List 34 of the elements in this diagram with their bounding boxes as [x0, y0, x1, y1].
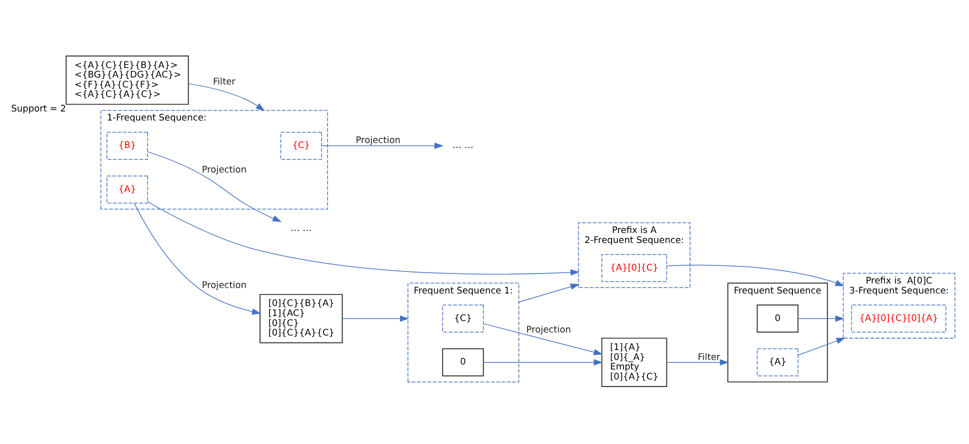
- arrow: [147, 151, 282, 222]
- arrow: [666, 359, 729, 366]
- node-box: {A}[0]{C}[0]{A}: [851, 304, 946, 333]
- edge-label: Filter: [213, 77, 236, 88]
- node-label: Support = 2: [11, 104, 66, 115]
- arrow: [483, 359, 603, 366]
- arrow: [798, 338, 846, 356]
- edge-label: Projection: [202, 166, 247, 176]
- node-box: {C}: [442, 304, 484, 333]
- node-box: 0: [756, 304, 798, 333]
- node-box: [1]{A} [0]{_A} Empty [0]{A}{C}: [601, 338, 668, 387]
- node-box: <{A}{C}{E}{B}{A}> <{BG}{A}{DG}{AC}> <{F}{A}{C}{F}> <{A}{C}{A}{C}>: [66, 56, 189, 105]
- node-box: [0]{C}{B}{A} [1]{AC} [0]{C} [0]{C}{A}{C}: [260, 294, 343, 344]
- edge-label: Filter: [698, 352, 720, 363]
- arrow: [188, 83, 265, 111]
- arrow: [321, 142, 444, 149]
- arrow: [798, 315, 844, 322]
- arrow: [518, 284, 580, 303]
- edge-label: Projection: [356, 136, 400, 146]
- arrow: [342, 315, 410, 322]
- arrow: [666, 264, 844, 286]
- edge-label: Projection: [202, 281, 247, 292]
- edge-label: Projection: [526, 326, 572, 336]
- node-box: {C}: [280, 132, 322, 160]
- node-box: {A}: [106, 176, 148, 204]
- node-box: {A}: [756, 348, 798, 376]
- node-box: {A}[0]{C}: [601, 254, 668, 282]
- node-box: {B}: [106, 132, 148, 160]
- node-text: … …: [452, 141, 474, 152]
- arrow: [134, 202, 262, 315]
- node-text: … …: [290, 224, 312, 234]
- node-box: 0: [442, 348, 484, 376]
- arrow: [147, 201, 580, 276]
- arrow: [483, 323, 603, 356]
